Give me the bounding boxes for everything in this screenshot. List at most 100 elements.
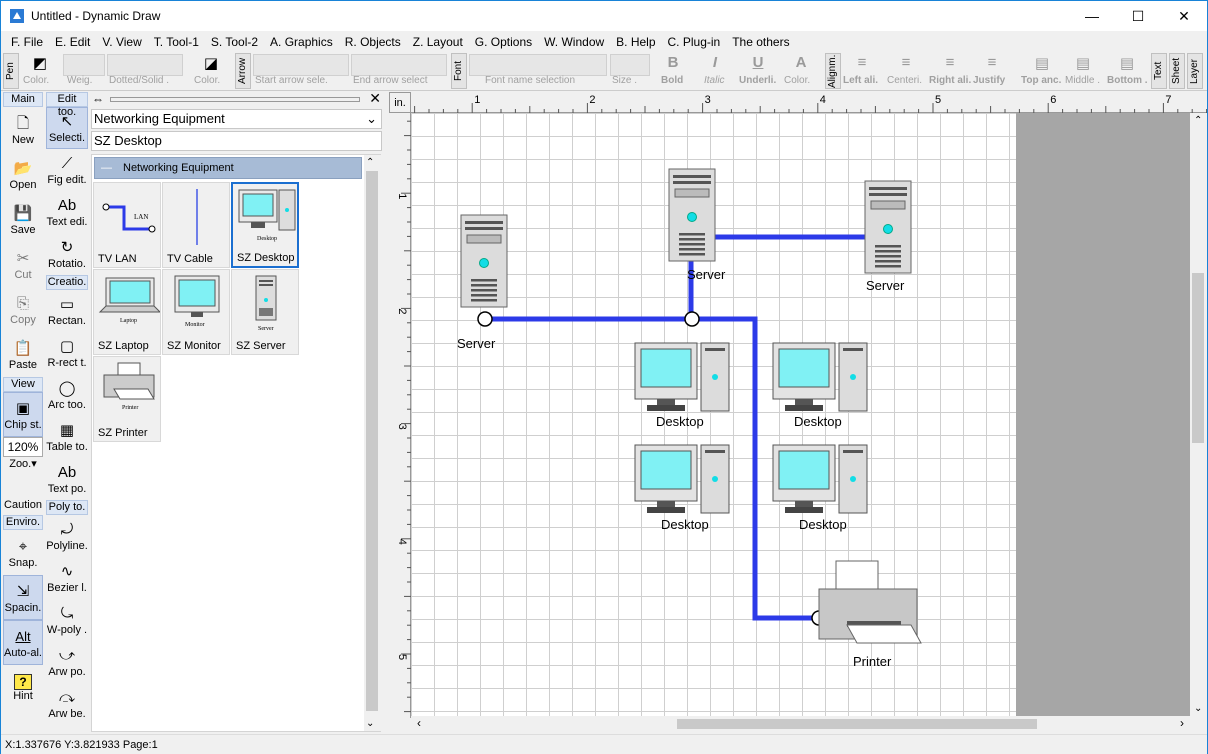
end-arrow-field[interactable] (351, 54, 447, 76)
palette-close-icon[interactable]: ✕ (369, 90, 381, 106)
scroll-down-icon[interactable]: ⌄ (1194, 703, 1203, 714)
align-right-icon[interactable]: ≡ (945, 54, 955, 71)
palette-group-networking[interactable]: —Networking Equipment (94, 157, 362, 179)
canvas-vscroll-thumb[interactable] (1192, 273, 1204, 443)
label-desktop-3[interactable]: Desktop (661, 517, 709, 532)
bezier-tool[interactable]: ∿Bezier l. (46, 557, 88, 599)
sheet-tab[interactable]: Sheet (1169, 53, 1185, 89)
connector-printer[interactable] (691, 316, 819, 621)
palette-collapse-icon[interactable]: ⇔ (92, 92, 104, 106)
menu-others[interactable]: The others (732, 34, 790, 49)
connection-point[interactable] (477, 311, 493, 327)
rotation-tool[interactable]: ↻Rotatio. (46, 233, 88, 275)
top-anchor-icon[interactable]: ▤ (1034, 55, 1050, 72)
paste-button[interactable]: 📋Paste (3, 332, 43, 377)
server-right[interactable] (864, 180, 912, 274)
pen-color-icon[interactable]: ◩ (32, 55, 48, 72)
menu-plugin[interactable]: C. Plug-in (667, 34, 721, 49)
menu-edit[interactable]: E. Edit (55, 34, 91, 49)
menu-view[interactable]: V. View (102, 34, 142, 49)
align-left-icon[interactable]: ≡ (857, 54, 867, 71)
menu-layout[interactable]: Z. Layout (412, 34, 463, 49)
palette-item-sz-server[interactable]: Server SZ Server (231, 269, 299, 355)
justify-icon[interactable]: ≡ (987, 54, 997, 71)
desktop-1[interactable] (634, 342, 730, 412)
hint-button[interactable]: ?Hint (3, 665, 43, 710)
pen-weight-field[interactable] (63, 54, 105, 76)
label-desktop-2[interactable]: Desktop (794, 414, 842, 429)
pen-tab[interactable]: Pen (3, 53, 19, 89)
snap-button[interactable]: ⌖Snap. (3, 530, 43, 575)
polyline-tool[interactable]: ⤾Polyline. (46, 515, 88, 557)
desktop-3[interactable] (634, 444, 730, 514)
desktop-2[interactable] (772, 342, 868, 412)
part-search-input[interactable]: SZ Desktop (91, 131, 382, 151)
menu-graphics[interactable]: A. Graphics (270, 34, 333, 49)
menu-options[interactable]: G. Options (474, 34, 533, 49)
menu-tool1[interactable]: T. Tool-1 (153, 34, 199, 49)
label-server-middle[interactable]: Server (687, 267, 726, 282)
caution-button[interactable]: Caution (3, 475, 43, 515)
zoom-dropdown[interactable]: Zoo.▾ (3, 457, 43, 475)
open-button[interactable]: 📂Open (3, 152, 43, 197)
close-button[interactable]: ✕ (1178, 7, 1190, 24)
drawing-sheet[interactable]: Server Server Server Desktop Desktop Des… (411, 113, 1016, 716)
label-desktop-4[interactable]: Desktop (799, 517, 847, 532)
layer-tab[interactable]: Layer (1187, 53, 1203, 89)
table-tool[interactable]: ▦Table to. (46, 416, 88, 458)
save-button[interactable]: 💾Save (3, 197, 43, 242)
underline-icon[interactable]: U (752, 54, 764, 71)
middle-anchor-icon[interactable]: ▤ (1075, 55, 1091, 72)
line-style-field[interactable] (107, 54, 183, 76)
palette-item-tv-lan[interactable]: LAN TV LAN (93, 182, 161, 268)
fill-color-icon[interactable]: ◪ (203, 55, 219, 72)
cut-button[interactable]: ✂Cut (3, 242, 43, 287)
server-left[interactable] (460, 214, 508, 308)
arc-tool[interactable]: ◯Arc too. (46, 374, 88, 416)
w-poly-tool[interactable]: ⤿W-poly . (46, 599, 88, 641)
palette-item-sz-printer[interactable]: Printer SZ Printer (93, 356, 161, 442)
start-arrow-field[interactable] (253, 54, 349, 76)
scroll-down-icon[interactable]: ⌄ (366, 718, 375, 729)
scroll-right-icon[interactable]: › (1180, 716, 1184, 730)
printer[interactable] (818, 560, 922, 644)
menu-file[interactable]: F. File (11, 34, 44, 49)
menu-objects[interactable]: R. Objects (344, 34, 401, 49)
font-size-field[interactable] (610, 54, 650, 76)
copy-button[interactable]: ⎘Copy (3, 287, 43, 332)
palette-item-sz-laptop[interactable]: Laptop SZ Laptop (93, 269, 161, 355)
figure-edit-tool[interactable]: ⟋Fig edit. (46, 149, 88, 191)
label-server-left[interactable]: Server (457, 336, 496, 351)
label-desktop-1[interactable]: Desktop (656, 414, 704, 429)
palette-item-sz-desktop[interactable]: Desktop SZ Desktop (231, 182, 299, 268)
palette-scrollbar[interactable]: ⌃ ⌄ (364, 155, 381, 731)
rounded-rect-tool[interactable]: ▢R-rect t. (46, 332, 88, 374)
label-printer[interactable]: Printer (853, 654, 892, 669)
maximize-button[interactable]: ☐ (1131, 7, 1145, 24)
bottom-anchor-icon[interactable]: ▤ (1119, 55, 1135, 72)
connection-point[interactable] (684, 311, 700, 327)
arrow-bezier-tool[interactable]: ⤼Arw be. (46, 683, 88, 725)
palette-item-tv-cable[interactable]: TV Cable (162, 182, 230, 268)
align-center-icon[interactable]: ≡ (901, 54, 911, 71)
text-color-icon[interactable]: A (795, 54, 807, 71)
selection-tool[interactable]: ↖Selecti. (46, 107, 88, 149)
palette-item-sz-monitor[interactable]: Monitor SZ Monitor (162, 269, 230, 355)
category-select[interactable]: Networking Equipment⌄ (91, 109, 382, 129)
connector-left-server[interactable] (485, 259, 694, 322)
font-tab[interactable]: Font (451, 53, 467, 89)
menu-tool2[interactable]: S. Tool-2 (210, 34, 259, 49)
label-server-right[interactable]: Server (866, 278, 905, 293)
canvas-hscroll-thumb[interactable] (677, 719, 1037, 729)
menu-help[interactable]: B. Help (616, 34, 656, 49)
arrow-tab[interactable]: Arrow (235, 53, 251, 89)
arrow-polyline-tool[interactable]: ⤻Arw po. (46, 641, 88, 683)
chip-style-button[interactable]: ▣Chip st. (3, 392, 43, 437)
scroll-up-icon[interactable]: ⌃ (366, 157, 375, 168)
alignment-tab[interactable]: Alignm. (825, 53, 841, 89)
canvas-horizontal-scrollbar[interactable]: ‹ › (411, 716, 1190, 732)
bold-icon[interactable]: B (667, 54, 679, 71)
palette-scroll-thumb[interactable] (366, 171, 378, 711)
server-middle[interactable] (668, 168, 716, 262)
desktop-4[interactable] (772, 444, 868, 514)
